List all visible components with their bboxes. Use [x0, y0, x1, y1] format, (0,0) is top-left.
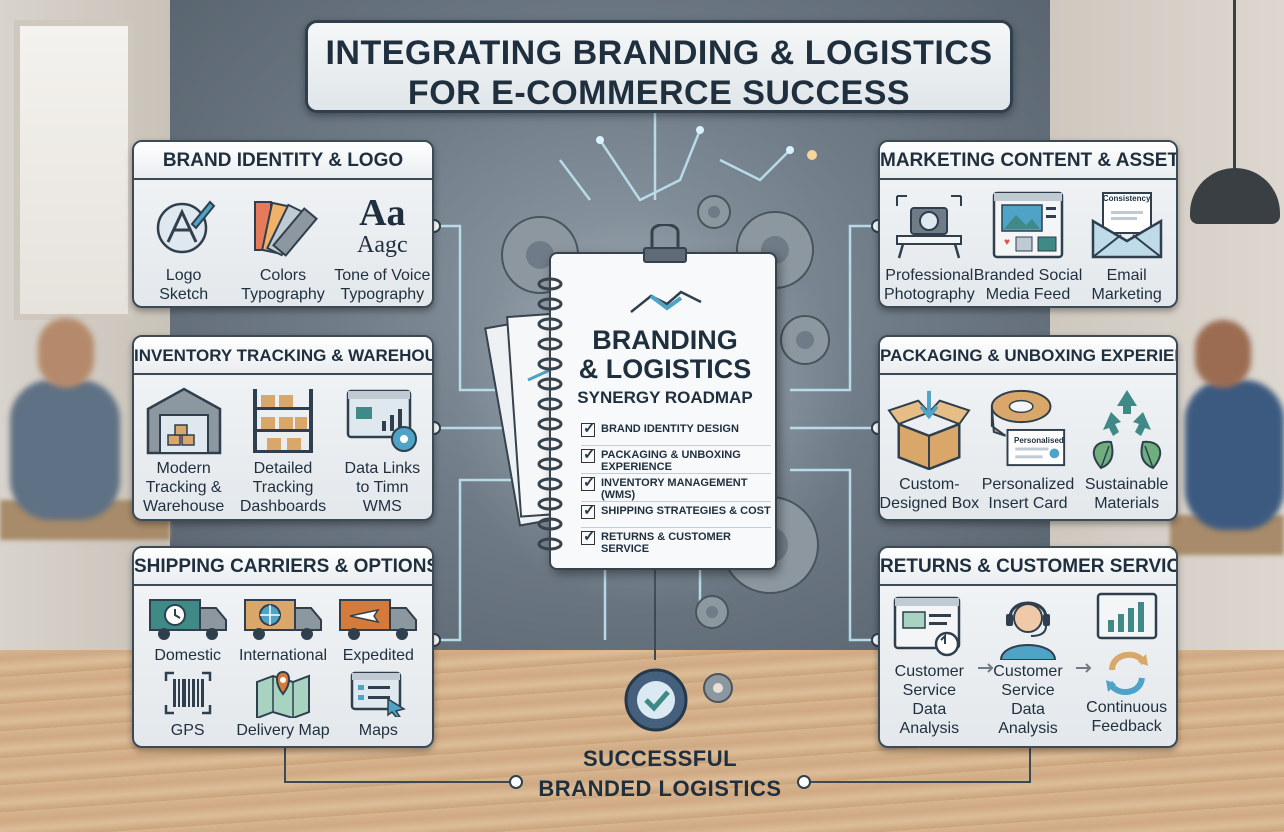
social-feed-icon: ♥: [986, 186, 1070, 266]
panel-title: INVENTORY TRACKING & WAREHOUSE: [134, 337, 432, 375]
panel-inventory-tracking: INVENTORY TRACKING & WAREHOUSE Modern Tr…: [132, 335, 434, 521]
checklist-item: PACKAGING & UNBOXING EXPERIENCE: [581, 445, 771, 474]
checklist-item: SHIPPING STRATEGIES & COST: [581, 501, 771, 528]
success-gear-icon: [624, 668, 733, 732]
svg-text:♥: ♥: [1004, 237, 1010, 248]
title-line-1: INTEGRATING BRANDING & LOGISTICS: [325, 34, 993, 72]
item-customer-service-2: Customer Service Data Analysis: [980, 592, 1076, 738]
barcode-icon: [146, 665, 230, 721]
title-line-2: FOR E-COMMERCE SUCCESS: [407, 74, 911, 112]
window: [14, 20, 134, 320]
item-custom-box: Custom- Designed Box: [880, 381, 979, 513]
checkbox-checked-icon: [581, 527, 596, 545]
item-gps: GPS: [140, 665, 235, 740]
item-email-marketing: Consistency Email Marketing: [1079, 186, 1175, 304]
checkbox-checked-icon: [581, 473, 596, 491]
truck-clock-icon: [146, 590, 230, 646]
roadmap-notebook: BRANDING & LOGISTICS SYNERGY ROADMAP BRA…: [537, 224, 777, 570]
item-customer-service-1: Customer Service Data Analysis: [881, 592, 977, 738]
person-right-body: [1185, 380, 1284, 530]
checkbox-checked-icon: [581, 501, 596, 519]
item-tone-of-voice: Aa Aagc Tone of Voice Typography: [334, 186, 430, 304]
notebook-heading: BRANDING & LOGISTICS: [578, 325, 752, 384]
person-left-body: [10, 380, 120, 520]
typography-icon: Aa Aagc: [356, 192, 408, 258]
panel-title: BRAND IDENTITY & LOGO: [134, 142, 432, 180]
panel-shipping-carriers: SHIPPING CARRIERS & OPTIONS Domestic Int…: [132, 546, 434, 748]
panel-title: RETURNS & CUSTOMER SERVICE: [880, 548, 1176, 586]
recycle-leaf-icon: [1085, 381, 1169, 475]
checkbox-checked-icon: [581, 419, 596, 437]
item-maps: Maps: [331, 665, 426, 740]
notebook-subheading: SYNERGY ROADMAP: [577, 388, 753, 407]
warehouse-icon: [142, 381, 226, 459]
roadmap-checklist: BRAND IDENTITY DESIGN PACKAGING & UNBOXI…: [581, 419, 771, 555]
flow-arrows: [978, 663, 1092, 673]
spiral-binding-icon: [537, 277, 563, 551]
item-social-media: ♥ Branded Social Media Feed: [974, 186, 1082, 304]
item-colors: Colors Typography: [235, 186, 331, 304]
item-detailed-dashboards: Detailed Tracking Dashboards: [235, 381, 331, 516]
panel-marketing-content: MARKETING CONTENT & ASSETS Professional …: [878, 140, 1178, 308]
panel-title: MARKETING CONTENT & ASSETS: [880, 142, 1176, 180]
item-domestic: Domestic: [140, 590, 235, 665]
item-data-links: Data Links to Timn WMS: [334, 381, 430, 516]
item-insert-card: Personalised Personalized Insert Card: [980, 381, 1076, 513]
item-expedited: Expedited: [331, 590, 426, 665]
headset-agent-icon: [986, 592, 1070, 662]
tape-card-icon: Personalised: [986, 381, 1070, 475]
logo-sketch-icon: [142, 186, 226, 266]
return-window-icon: [887, 592, 971, 662]
browser-cursor-icon: [336, 665, 420, 721]
map-pin-icon: [241, 665, 325, 721]
handshake-icon: [630, 290, 702, 313]
panel-brand-identity: BRAND IDENTITY & LOGO Logo Sketch Colors…: [132, 140, 434, 308]
checkbox-checked-icon: [581, 445, 596, 463]
person-right-head: [1195, 320, 1251, 388]
item-photography: Professional Photography: [881, 186, 977, 304]
truck-plane-icon: [336, 590, 420, 646]
camera-icon: [887, 186, 971, 266]
color-swatch-icon: [241, 186, 325, 266]
checklist-item: BRAND IDENTITY DESIGN: [581, 419, 771, 446]
footer-outcome: SUCCESSFUL BRANDED LOGISTICS: [538, 746, 782, 801]
lamp-cord: [1233, 0, 1236, 170]
panel-returns-service: RETURNS & CUSTOMER SERVICE Customer Serv…: [878, 546, 1178, 748]
email-envelope-icon: Consistency: [1085, 186, 1169, 266]
item-modern-tracking: Modern Tracking & Warehouse: [136, 381, 232, 516]
open-box-icon: [887, 381, 971, 475]
shelving-icon: [241, 381, 325, 459]
item-delivery-map: Delivery Map: [235, 665, 330, 740]
panel-title: PACKAGING & UNBOXING EXPERIENCE: [880, 337, 1176, 375]
item-sustainable: Sustainable Materials: [1079, 381, 1175, 513]
chart-cycle-icon: [1085, 592, 1169, 700]
panel-title: SHIPPING CARRIERS & OPTIONS: [134, 548, 432, 586]
dashboard-gear-icon: [340, 381, 424, 459]
truck-globe-icon: [241, 590, 325, 646]
item-logo-sketch: Logo Sketch: [136, 186, 232, 304]
panel-packaging-unboxing: PACKAGING & UNBOXING EXPERIENCE Custom- …: [878, 335, 1178, 521]
checklist-item: RETURNS & CUSTOMER SERVICE: [581, 527, 771, 555]
person-left-head: [38, 318, 94, 388]
binder-clip-icon: [643, 224, 687, 263]
item-continuous-feedback: Continuous Feedback: [1079, 592, 1175, 738]
item-international: International: [235, 590, 330, 665]
main-title-banner: INTEGRATING BRANDING & LOGISTICS FOR E-C…: [305, 20, 1013, 113]
checklist-item: INVENTORY MANAGEMENT (WMS): [581, 473, 771, 502]
